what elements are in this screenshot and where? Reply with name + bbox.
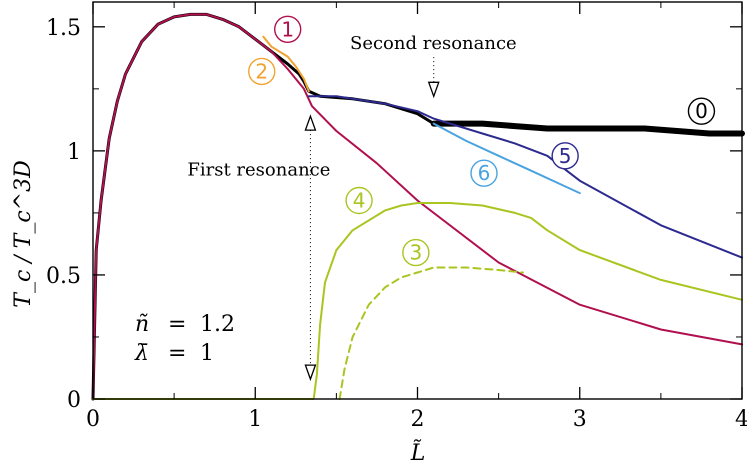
x-tick-label-1: 1: [248, 407, 262, 432]
y-tick-label-1.5: 1.5: [46, 16, 81, 41]
x-tick-label-3: 3: [573, 407, 587, 432]
badge-1-circle: [274, 15, 302, 43]
y-tick-label-0.5: 0.5: [46, 264, 81, 289]
badge-5-circle: [551, 142, 579, 170]
series-0-line-0: [430, 120, 745, 137]
param-n-label: ñ: [135, 312, 149, 337]
y-tick-label-1: 1: [67, 140, 81, 165]
x-tick-label-0: 0: [86, 407, 100, 432]
badge-6-label: 6: [478, 161, 491, 185]
series-4-line-5: [92, 202, 743, 400]
x-axis-title: L̃: [410, 440, 426, 466]
badge-4-label: 4: [353, 189, 366, 213]
param-lambda-eq: =: [168, 341, 186, 366]
param-n-eq: =: [168, 312, 186, 337]
annotations-layer: First resonance Second resonance: [187, 33, 517, 382]
series-2-line-3: [262, 35, 310, 93]
param-lambda-label: λ̄: [134, 341, 149, 366]
series-5-line-6: [307, 95, 743, 259]
x-tick-label-4: 4: [735, 407, 747, 432]
badge-6-circle: [470, 159, 498, 187]
series-3-line-4: [338, 266, 524, 400]
y-axis-title: T_c / T_c^3D: [11, 160, 36, 308]
param-n-value: 1.2: [200, 312, 235, 337]
first-resonance-label: First resonance: [187, 160, 330, 181]
badge-3-circle: [402, 238, 430, 267]
series-6-line-7: [432, 122, 581, 195]
series-1-line-2: [92, 13, 743, 400]
second-resonance-label: Second resonance: [350, 33, 517, 54]
badge-2-circle: [248, 57, 276, 86]
badge-2-label: 2: [255, 59, 268, 83]
first-resonance-arrow-up: [304, 114, 317, 131]
badge-4-circle: [345, 186, 373, 215]
badge-1-label: 1: [281, 17, 294, 41]
param-lambda-value: 1: [200, 341, 214, 366]
param-n-row: ñ = 1.2: [135, 312, 235, 337]
badge-0-label: 0: [695, 99, 708, 123]
x-tick-label-2: 2: [411, 407, 425, 432]
badges-layer: 0 12 3 4 5 6: [248, 15, 716, 267]
curves-layer: [91, 12, 745, 401]
first-resonance-arrow-down: [304, 364, 317, 382]
y-tick-label-0: 0: [67, 388, 81, 413]
param-lambda-row: λ̄ = 1: [134, 341, 214, 366]
badge-5-label: 5: [559, 144, 572, 168]
second-resonance-arrow-down: [427, 81, 440, 99]
parameters-block: ñ = 1.2 λ̄ = 1: [134, 312, 235, 366]
badge-0-circle: [687, 97, 716, 125]
badge-3-label: 3: [410, 241, 423, 265]
